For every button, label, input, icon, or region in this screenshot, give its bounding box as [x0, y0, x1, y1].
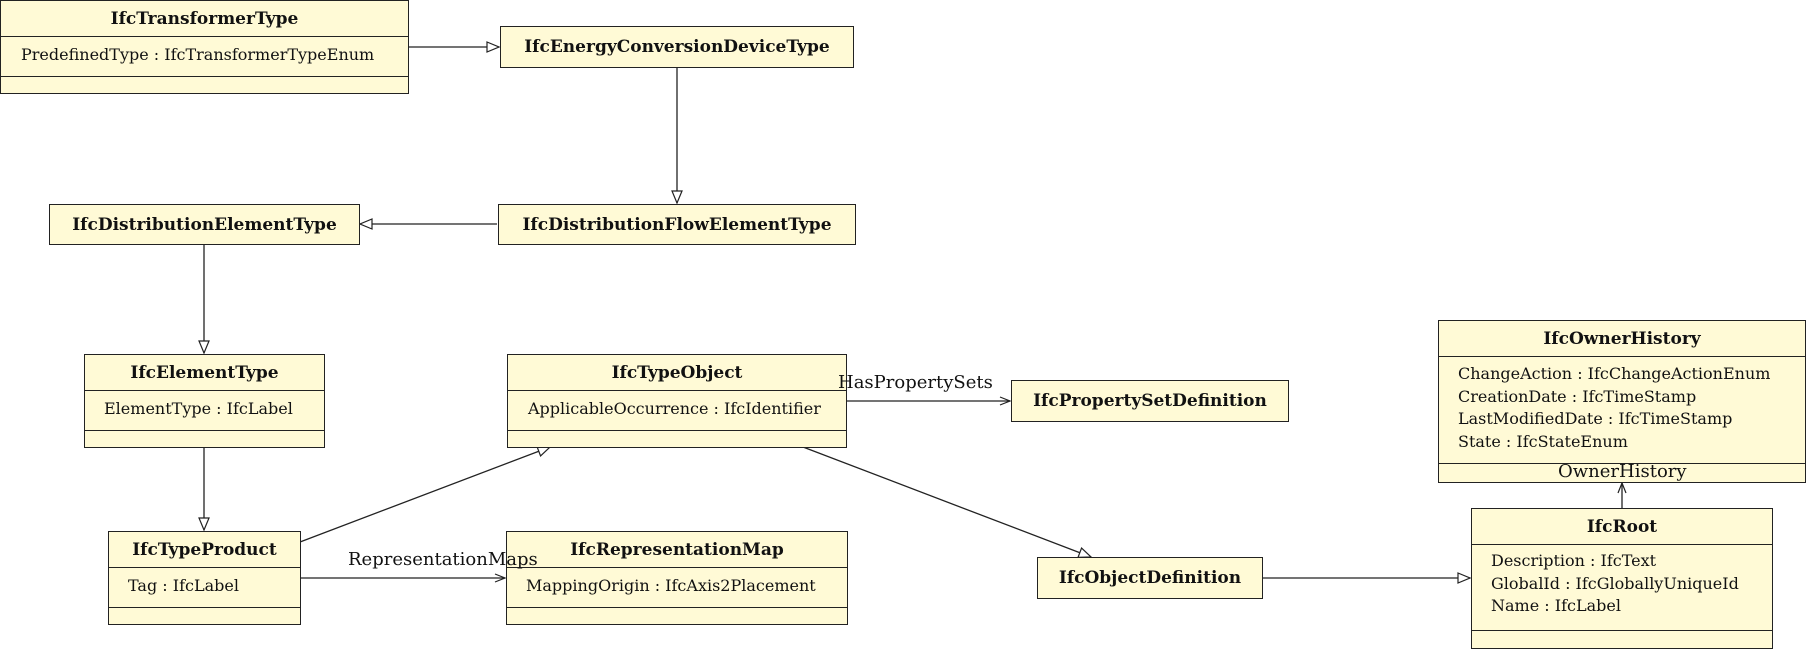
label-owner-history: OwnerHistory: [1558, 461, 1687, 482]
class-ifc-energy-conversion-device-type[interactable]: IfcEnergyConversionDeviceType: [500, 26, 854, 68]
attribute: ApplicableOccurrence : IfcIdentifier: [528, 399, 821, 418]
attribute: LastModifiedDate : IfcTimeStamp: [1458, 409, 1733, 428]
class-ifc-type-product[interactable]: IfcTypeProduct Tag : IfcLabel: [108, 531, 301, 625]
operations-compartment: [1439, 463, 1805, 464]
gen-product-to-typeobject: [299, 447, 550, 543]
class-ifc-property-set-definition[interactable]: IfcPropertySetDefinition: [1011, 380, 1289, 422]
operations-compartment: [85, 430, 324, 431]
class-name: IfcTransformerType: [110, 8, 299, 29]
class-ifc-root[interactable]: IfcRoot Description : IfcText GlobalId :…: [1471, 508, 1773, 649]
class-name: IfcElementType: [130, 362, 279, 383]
class-name: IfcPropertySetDefinition: [1033, 391, 1267, 411]
class-ifc-object-definition[interactable]: IfcObjectDefinition: [1037, 557, 1263, 599]
operations-compartment: [109, 607, 300, 608]
class-name: IfcTypeObject: [611, 362, 743, 383]
label-representation-maps: RepresentationMaps: [348, 549, 538, 570]
operations-compartment: [508, 430, 846, 431]
class-name: IfcRepresentationMap: [570, 539, 784, 560]
class-name: IfcRoot: [1586, 516, 1658, 537]
attribute: GlobalId : IfcGloballyUniqueId: [1491, 573, 1739, 593]
attribute: MappingOrigin : IfcAxis2Placement: [526, 576, 816, 595]
class-ifc-transformer-type[interactable]: IfcTransformerType PredefinedType : IfcT…: [0, 0, 409, 94]
class-name: IfcDistributionFlowElementType: [522, 214, 832, 235]
operations-compartment: [1472, 630, 1772, 631]
attribute: PredefinedType : IfcTransformerTypeEnum: [21, 45, 375, 64]
operations-compartment: [1, 76, 408, 77]
class-ifc-distribution-element-type[interactable]: IfcDistributionElementType: [49, 204, 360, 245]
class-ifc-representation-map[interactable]: IfcRepresentationMap MappingOrigin : Ifc…: [506, 531, 848, 625]
operations-compartment: [507, 607, 847, 608]
class-ifc-owner-history[interactable]: IfcOwnerHistory ChangeAction : IfcChange…: [1438, 320, 1806, 483]
class-ifc-type-object[interactable]: IfcTypeObject ApplicableOccurrence : Ifc…: [507, 354, 847, 448]
class-ifc-element-type[interactable]: IfcElementType ElementType : IfcLabel: [84, 354, 325, 448]
class-ifc-distribution-flow-element-type[interactable]: IfcDistributionFlowElementType: [498, 204, 856, 245]
class-name: IfcEnergyConversionDeviceType: [524, 37, 830, 57]
attribute: Description : IfcText: [1491, 551, 1657, 570]
attribute: CreationDate : IfcTimeStamp: [1458, 386, 1697, 406]
attribute: ChangeAction : IfcChangeActionEnum: [1458, 364, 1771, 383]
class-name: IfcTypeProduct: [132, 539, 277, 560]
attribute: ElementType : IfcLabel: [104, 399, 293, 418]
class-name: IfcOwnerHistory: [1543, 328, 1701, 349]
attribute: Tag : IfcLabel: [128, 576, 239, 595]
class-name: IfcObjectDefinition: [1058, 568, 1242, 588]
attribute: State : IfcStateEnum: [1458, 431, 1628, 451]
class-name: IfcDistributionElementType: [72, 214, 337, 235]
attribute: Name : IfcLabel: [1491, 596, 1621, 615]
gen-typeobject-to-objectdef: [802, 446, 1091, 557]
label-has-property-sets: HasPropertySets: [838, 372, 993, 393]
